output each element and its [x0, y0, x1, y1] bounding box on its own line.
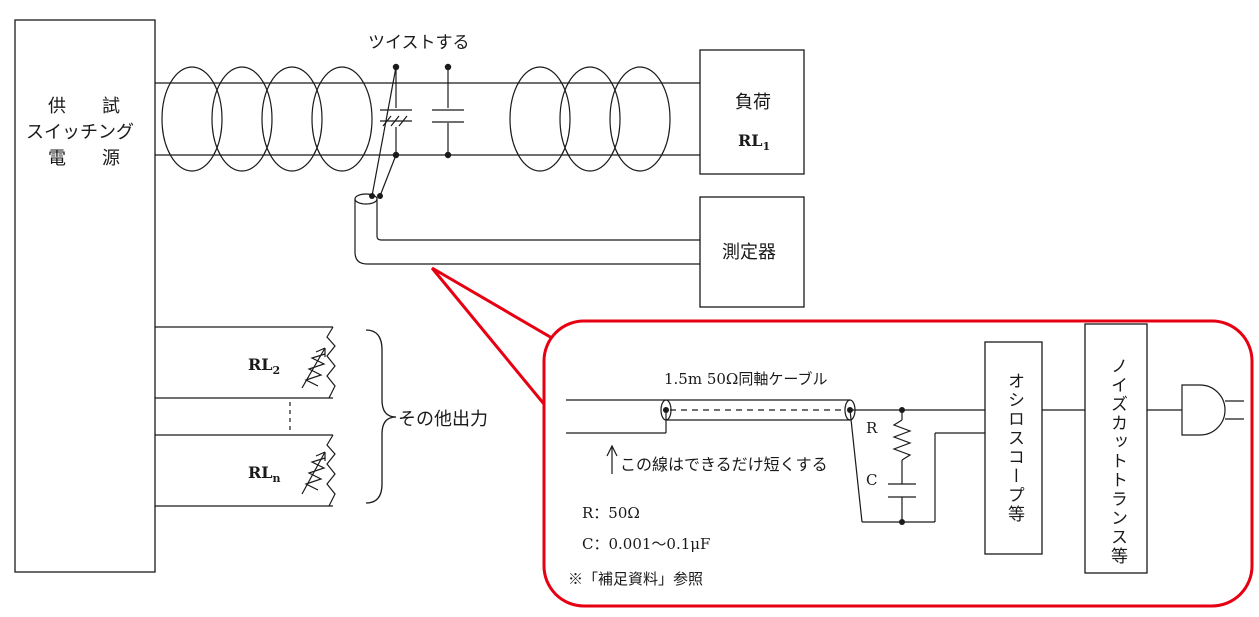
- power-supply-label-3: 電 源: [48, 148, 120, 169]
- other-outputs-brace: [365, 329, 397, 504]
- meter-label: 測定器: [722, 242, 776, 263]
- capacitor-mark: C: [866, 471, 877, 489]
- detail-circuit-wires: [566, 384, 1244, 523]
- power-supply-label-2: スイッチング: [26, 122, 134, 143]
- rln-label: RLn: [248, 463, 281, 485]
- rln-resistor: [301, 451, 326, 495]
- other-outputs-label: その他出力: [398, 409, 488, 430]
- detail-coax: [660, 399, 856, 421]
- load-box: [699, 49, 805, 175]
- oscilloscope-box: [984, 341, 1043, 555]
- power-supply-box: [14, 19, 156, 573]
- coax-cable-label: 1.5m 50Ω同軸ケーブル: [664, 370, 827, 388]
- short-line-note: この線はできるだけ短くする: [620, 455, 828, 474]
- meter-box: [699, 196, 805, 308]
- short-note-arrow: [606, 444, 618, 474]
- detail-callout-frame: [542, 319, 1254, 608]
- twisted-pair-wires: [155, 66, 700, 172]
- rl2-label: RL2: [248, 355, 280, 377]
- noise-cut-transformer-label: ノイズカットトランス等: [1107, 357, 1127, 566]
- coax-cable: [354, 193, 700, 265]
- load-rl1-label: RL1: [738, 131, 770, 153]
- detail-dots: [663, 407, 905, 525]
- resistor-mark: R: [866, 419, 878, 437]
- line-capacitors: [371, 66, 464, 197]
- junction-dots: [369, 63, 452, 199]
- r-value-text: R：50Ω: [582, 504, 640, 522]
- noise-cut-transformer-box: [1084, 323, 1148, 574]
- other-output-wires: [155, 326, 336, 507]
- power-supply-label-1: 供 試: [48, 96, 120, 117]
- oscilloscope-label: オシロスコープ等: [1004, 372, 1024, 524]
- rl2-resistor: [301, 347, 326, 389]
- twist-label: ツイストする: [368, 33, 470, 53]
- reference-note: ※「補足資料」参照: [568, 570, 703, 588]
- c-value-text: C：0.001～0.1μF: [582, 535, 710, 553]
- load-label: 負荷: [735, 92, 771, 113]
